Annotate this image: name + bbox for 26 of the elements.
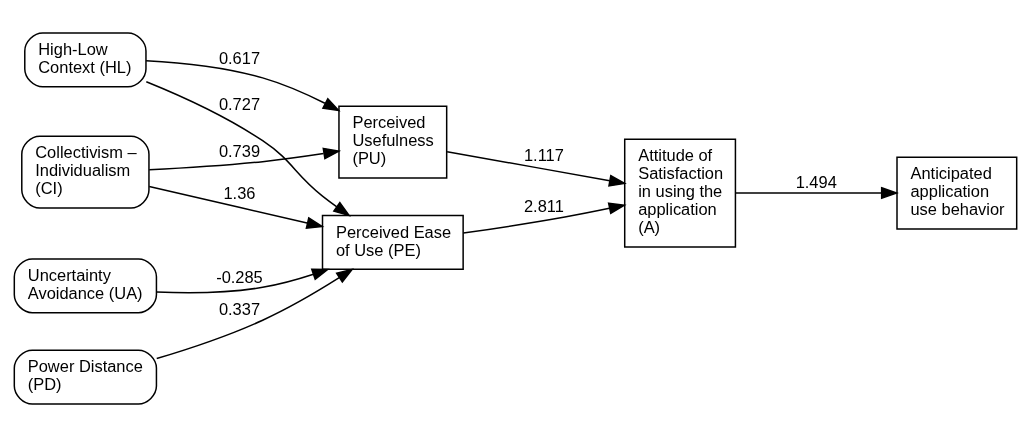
node-box: Power Distance (PD)	[13, 348, 158, 405]
arrow	[155, 267, 354, 359]
edge-label: 1.117	[523, 145, 564, 164]
arrow	[145, 80, 351, 217]
arrow	[148, 185, 325, 229]
edge-label: 0.617	[218, 48, 261, 67]
edge-label: 1.36	[223, 183, 256, 202]
arrow	[148, 146, 342, 171]
node-box: Collectivism – Individualism (CI)	[21, 134, 150, 209]
edge-label: 0.727	[218, 94, 261, 113]
arrow	[446, 150, 627, 187]
node-box: Attitude of Satisfaction in using the application (A)	[623, 137, 737, 248]
node-box: Perceived Ease of Use (PE)	[321, 214, 464, 270]
edge-label: -0.285	[216, 267, 263, 286]
node-box: Anticipated application use behavior	[896, 155, 1018, 230]
edge-label: 1.494	[795, 172, 837, 191]
edge-label: 0.337	[218, 299, 261, 318]
edge-label: 2.811	[523, 196, 564, 215]
edge-label: 0.739	[218, 141, 261, 160]
arrow	[734, 186, 899, 199]
node-box: Uncertainty Avoidance (UA)	[13, 257, 158, 313]
node-box: High-Low Context (HL)	[24, 31, 147, 88]
arrow	[462, 201, 627, 234]
arrow	[155, 268, 330, 293]
arrow	[145, 59, 341, 111]
node-box: Perceived Usefulness (PU)	[338, 105, 448, 179]
